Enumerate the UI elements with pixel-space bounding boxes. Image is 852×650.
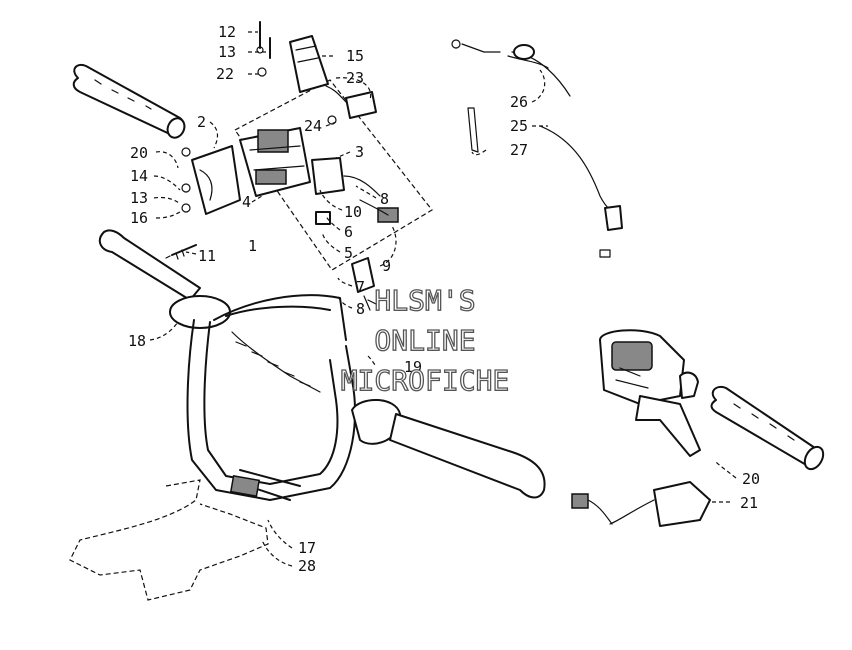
callout-14: 14 bbox=[130, 167, 148, 185]
watermark-line-3: MICROFICHE bbox=[341, 364, 510, 397]
handlebar bbox=[98, 229, 546, 501]
callout-23: 23 bbox=[346, 69, 364, 87]
leader-lines bbox=[149, 31, 737, 567]
callout-8: 8 bbox=[356, 300, 365, 318]
watermark-line-1: HLSM'S bbox=[374, 284, 475, 317]
mount-hardware bbox=[165, 147, 197, 260]
callout-13: 13 bbox=[218, 43, 236, 61]
left-grip bbox=[72, 64, 186, 139]
right-grip bbox=[710, 386, 825, 471]
callout-20: 20 bbox=[130, 144, 148, 162]
callout-22: 22 bbox=[216, 65, 234, 83]
callout-13: 13 bbox=[130, 189, 148, 207]
throttle-cable bbox=[451, 39, 623, 258]
callout-5: 5 bbox=[344, 244, 353, 262]
watermark: HLSM'S ONLINE MICROFICHE bbox=[340, 283, 510, 397]
callout-6: 6 bbox=[344, 223, 353, 241]
callout-labels: 12 13 22 15 23 24 2 3 20 14 13 16 4 1 11… bbox=[128, 23, 760, 575]
callout-1: 1 bbox=[248, 237, 257, 255]
callout-11: 11 bbox=[198, 247, 216, 265]
callout-15: 15 bbox=[346, 47, 364, 65]
callout-17: 17 bbox=[298, 539, 316, 557]
callout-16: 16 bbox=[130, 209, 148, 227]
callout-7: 7 bbox=[356, 278, 365, 296]
callout-26: 26 bbox=[510, 93, 528, 111]
callout-21: 21 bbox=[740, 494, 758, 512]
callout-20: 20 bbox=[742, 470, 760, 488]
callout-9: 9 bbox=[382, 257, 391, 275]
hand-warmer bbox=[571, 481, 711, 527]
callout-28: 28 bbox=[298, 557, 316, 575]
callout-25: 25 bbox=[510, 117, 528, 135]
callout-2: 2 bbox=[197, 113, 206, 131]
throttle-housing bbox=[191, 79, 433, 311]
callout-4: 4 bbox=[242, 193, 251, 211]
callout-24: 24 bbox=[304, 117, 322, 135]
callout-18: 18 bbox=[128, 332, 146, 350]
callout-10: 10 bbox=[344, 203, 362, 221]
callout-3: 3 bbox=[355, 143, 364, 161]
callout-19: 19 bbox=[404, 358, 422, 376]
callout-12: 12 bbox=[218, 23, 236, 41]
callout-8: 8 bbox=[380, 190, 389, 208]
watermark-line-2: ONLINE bbox=[374, 324, 475, 357]
callout-27: 27 bbox=[510, 141, 528, 159]
mount-bracket bbox=[256, 21, 377, 125]
handlebar-pad bbox=[69, 479, 269, 601]
brake-lever-assembly bbox=[599, 329, 701, 457]
